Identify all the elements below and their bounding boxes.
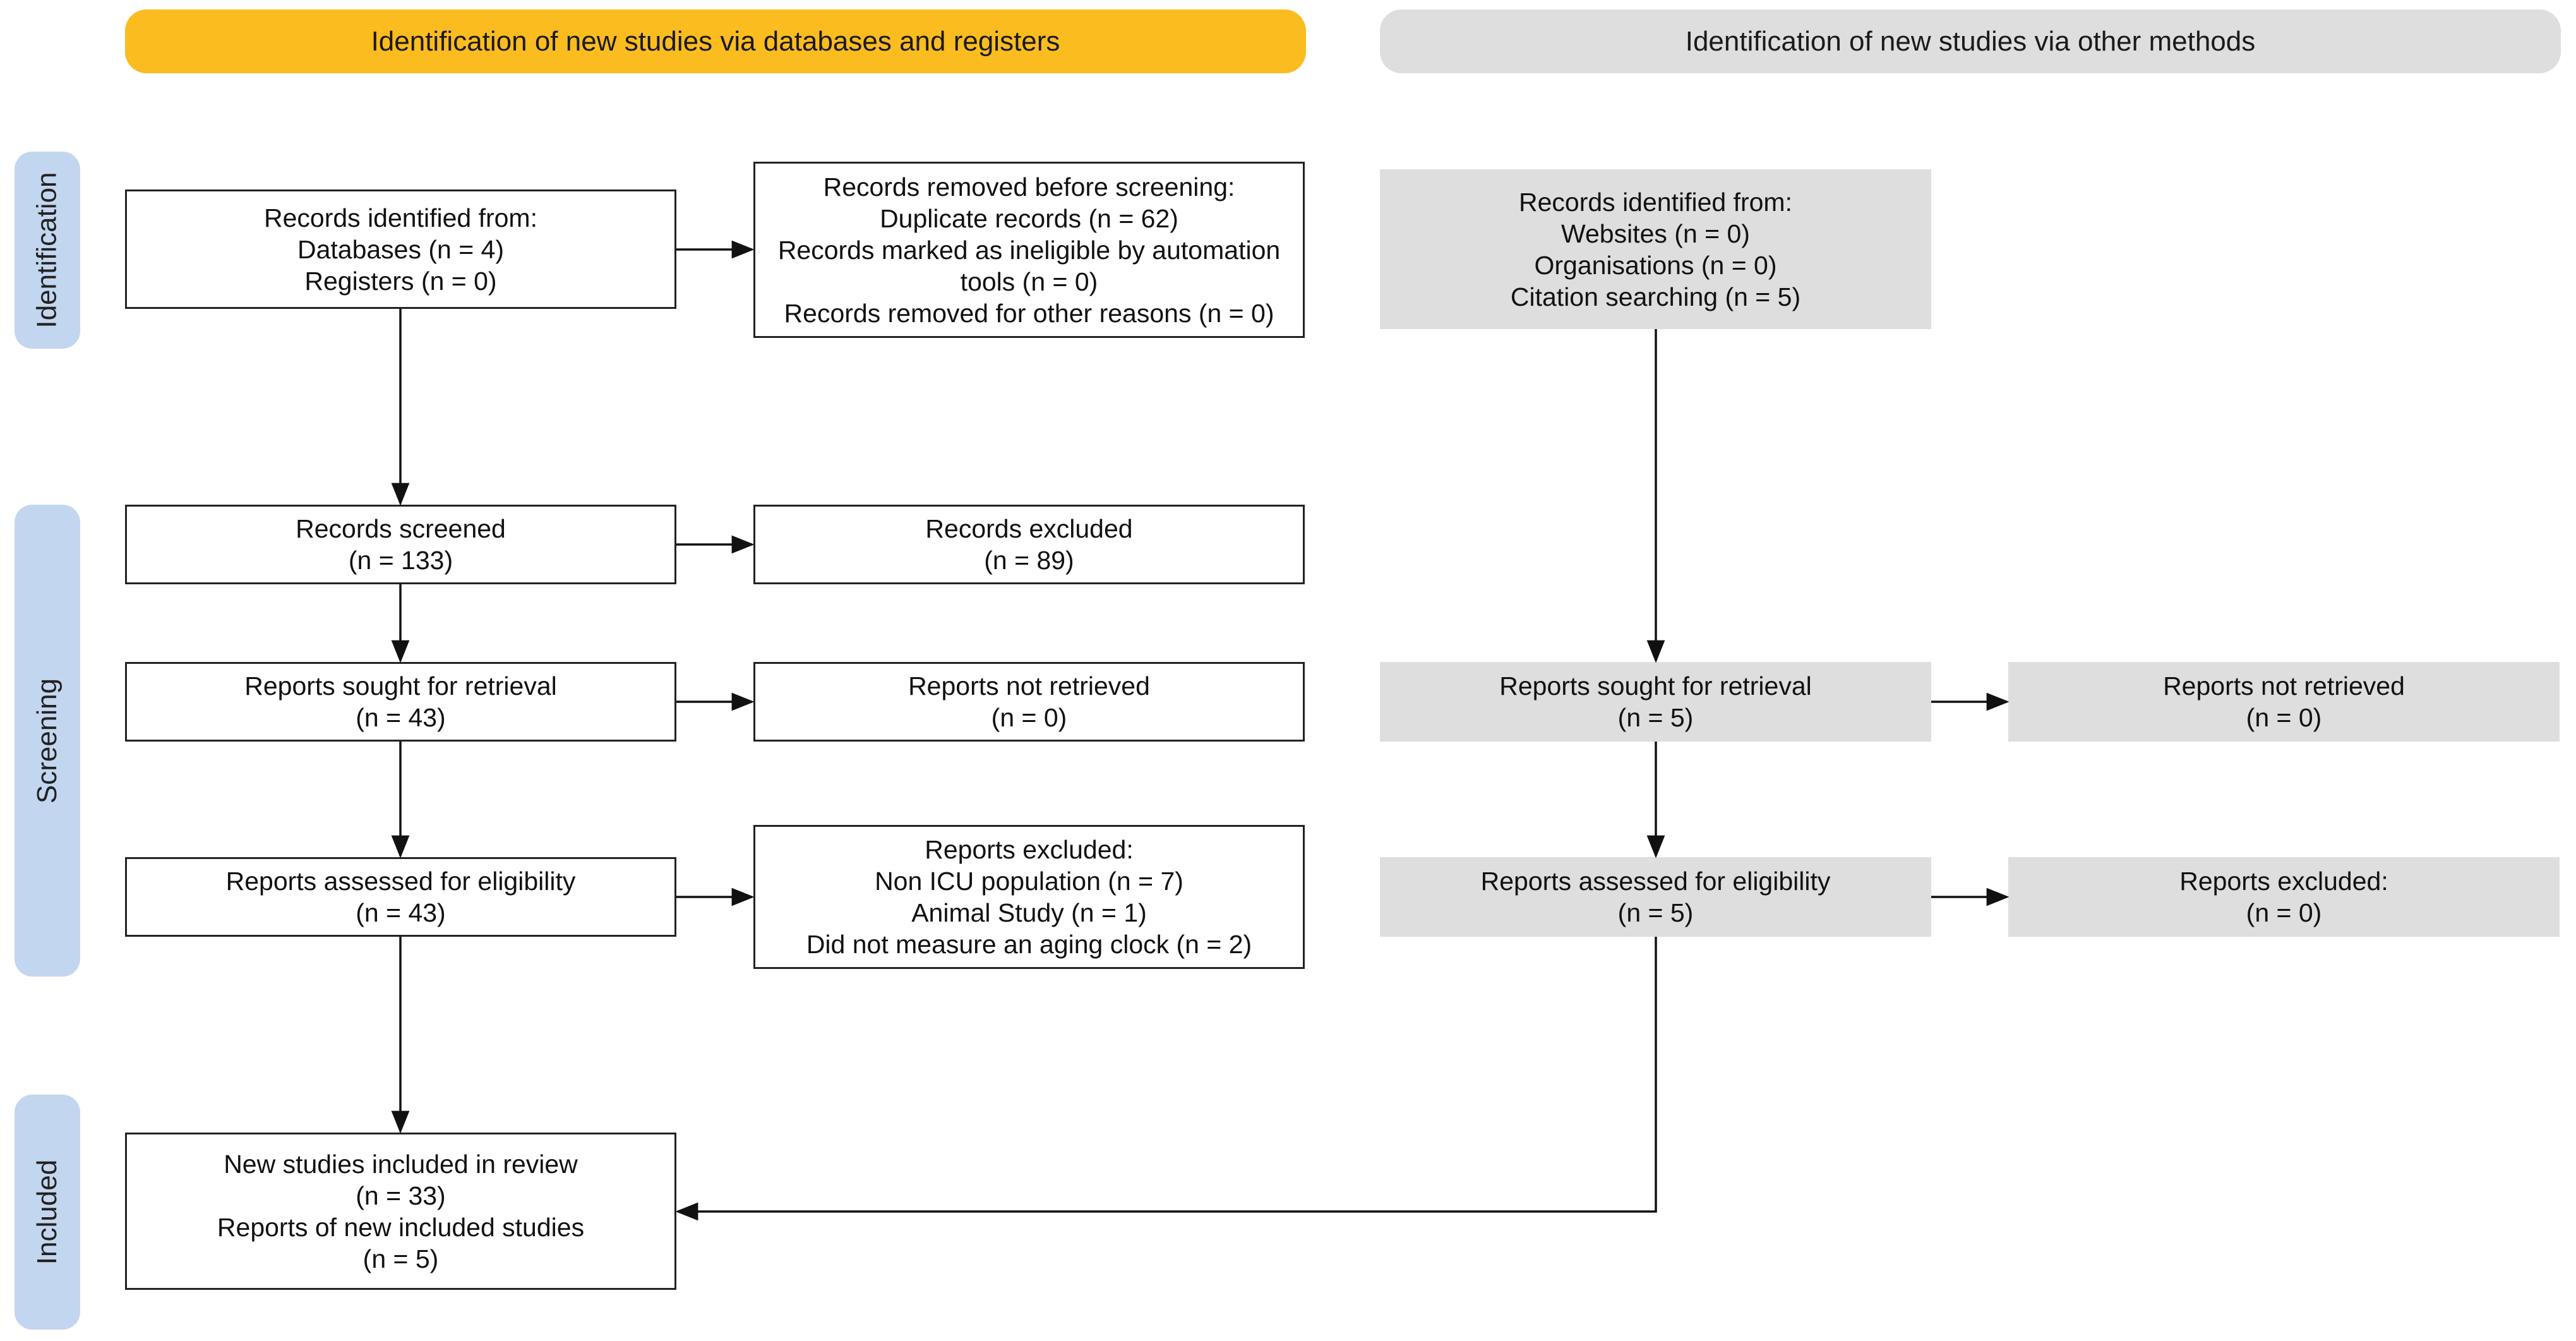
box-line: Reports not retrieved (908, 671, 1150, 701)
box-line: Animal Study (n = 1) (911, 898, 1147, 927)
box-records-excluded: Records excluded (n = 89) (753, 505, 1305, 584)
box-line: New studies included in review (224, 1149, 578, 1179)
box-line: Reports not retrieved (2163, 671, 2405, 701)
box-line: (n = 43) (356, 703, 446, 732)
box-other-records-identified: Records identified from: Websites (n = 0… (1380, 169, 1931, 329)
box-other-reports-assessed: Reports assessed for eligibility (n = 5) (1380, 857, 1931, 937)
box-records-removed: Records removed before screening: Duplic… (753, 162, 1305, 338)
box-line: Records identified from: (1519, 187, 1792, 217)
box-reports-not-retrieved: Reports not retrieved (n = 0) (753, 662, 1305, 742)
phase-identification: Identification (15, 152, 80, 349)
box-line: Non ICU population (n = 7) (875, 867, 1183, 896)
box-line: (n = 0) (991, 703, 1067, 732)
box-reports-excluded: Reports excluded: Non ICU population (n … (753, 825, 1305, 969)
box-line: (n = 133) (348, 546, 453, 575)
box-line: Records excluded (925, 514, 1133, 543)
box-line: Reports of new included studies (217, 1212, 585, 1242)
box-line: Citation searching (n = 5) (1510, 282, 1801, 311)
box-line: Records marked as ineligible by automati… (777, 235, 1281, 265)
box-line: (n = 43) (356, 898, 446, 927)
box-line: (n = 5) (1617, 898, 1694, 927)
box-line: Duplicate records (n = 62) (880, 203, 1178, 233)
box-line: (n = 0) (2246, 703, 2322, 732)
box-line: Reports sought for retrieval (244, 671, 557, 701)
box-line: Records identified from: (264, 203, 537, 232)
box-line: Organisations (n = 0) (1534, 250, 1777, 280)
header-other-methods-label: Identification of new studies via other … (1685, 25, 2256, 57)
box-records-screened: Records screened (n = 133) (125, 505, 676, 584)
phase-screening: Screening (15, 505, 80, 977)
box-other-reports-excluded: Reports excluded: (n = 0) (2008, 857, 2560, 937)
box-line: Reports excluded: (925, 835, 1134, 864)
box-line: Records removed before screening: (823, 172, 1235, 201)
box-line: Databases (n = 4) (297, 234, 505, 264)
box-line: (n = 33) (356, 1181, 446, 1210)
box-other-reports-sought: Reports sought for retrieval (n = 5) (1380, 662, 1931, 742)
box-line: Reports assessed for eligibility (1480, 867, 1831, 896)
box-line: (n = 5) (362, 1244, 439, 1273)
box-line: Registers (n = 0) (304, 266, 497, 296)
box-line: (n = 5) (1617, 703, 1694, 732)
box-other-reports-not-retrieved: Reports not retrieved (n = 0) (2008, 662, 2560, 742)
box-line: (n = 0) (2246, 898, 2322, 927)
box-line: Reports assessed for eligibility (225, 867, 576, 896)
phase-included: Included (15, 1095, 80, 1330)
arrow-other-assessed-to-included (675, 937, 1657, 1221)
box-line: Records screened (296, 514, 506, 543)
box-line: Did not measure an aging clock (n = 2) (806, 930, 1252, 959)
box-reports-sought: Reports sought for retrieval (n = 43) (125, 662, 676, 742)
header-other-methods: Identification of new studies via other … (1380, 9, 2561, 73)
box-line: (n = 89) (984, 546, 1074, 575)
box-studies-included: New studies included in review (n = 33) … (125, 1133, 676, 1290)
box-line: Records removed for other reasons (n = 0… (784, 298, 1274, 328)
header-databases-label: Identification of new studies via databa… (371, 25, 1060, 57)
box-records-identified: Records identified from: Databases (n = … (125, 189, 676, 309)
box-line: tools (n = 0) (960, 267, 1098, 296)
header-databases: Identification of new studies via databa… (125, 9, 1306, 73)
box-line: Reports sought for retrieval (1499, 671, 1812, 701)
box-line: Websites (n = 0) (1561, 219, 1750, 248)
box-line: Reports excluded: (2179, 867, 2388, 896)
